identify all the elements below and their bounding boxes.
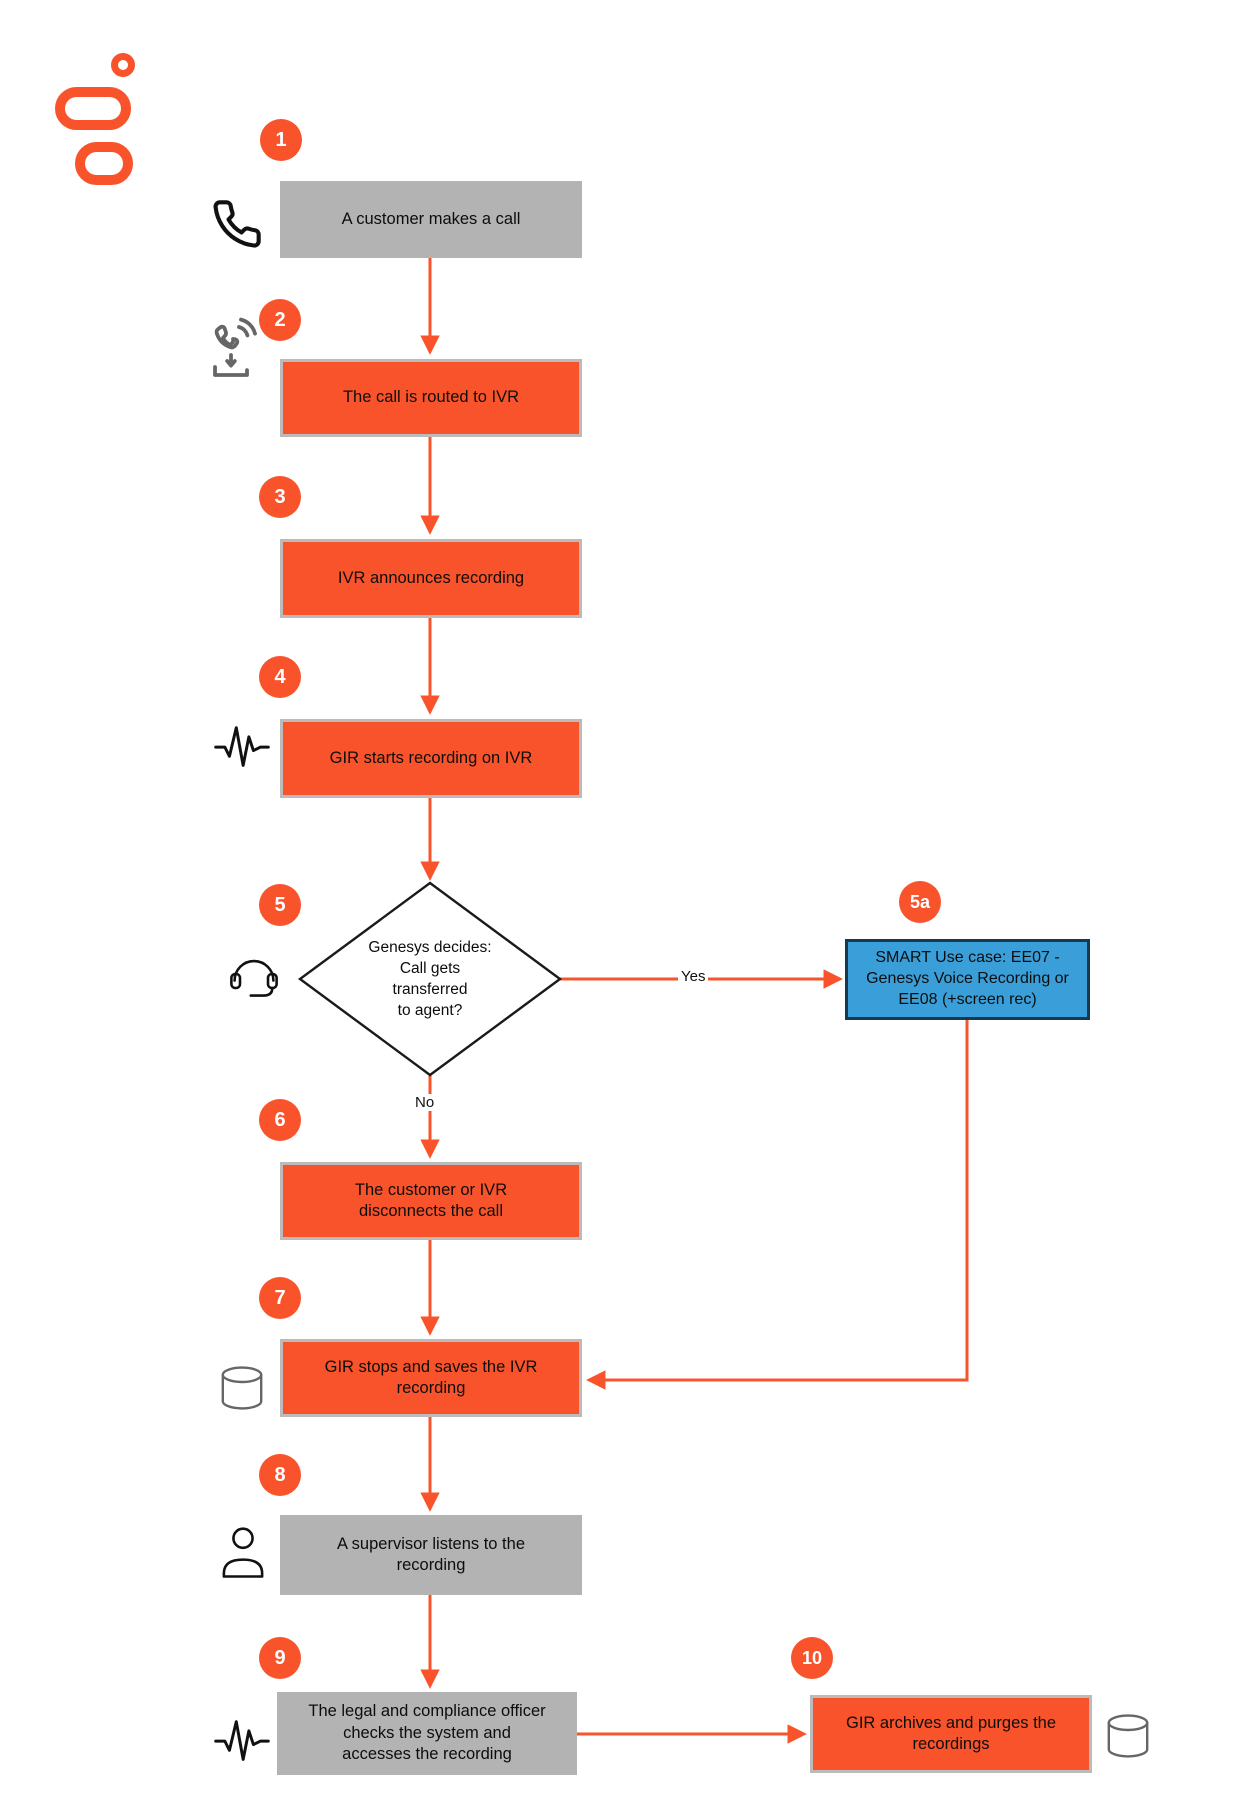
step-badge-3: 3 xyxy=(259,476,301,518)
node-call-routed-ivr: The call is routed to IVR xyxy=(280,359,582,437)
step-badge-4: 4 xyxy=(259,656,301,698)
node-ivr-announces-recording: IVR announces recording xyxy=(280,539,582,618)
step-badge-2: 2 xyxy=(259,299,301,341)
yes-label: Yes xyxy=(678,968,709,985)
database-icon xyxy=(218,1364,266,1412)
node-smart-use-case: SMART Use case: EE07 -Genesys Voice Reco… xyxy=(845,939,1090,1020)
database-icon xyxy=(1104,1712,1152,1760)
headset-icon xyxy=(226,944,282,1004)
step-badge-1: 1 xyxy=(260,119,302,161)
no-label: No xyxy=(412,1094,438,1111)
decision-diamond xyxy=(297,881,563,1077)
waveform-icon xyxy=(214,722,270,770)
step-badge-8: 8 xyxy=(259,1454,301,1496)
step-badge-5a: 5a xyxy=(899,881,941,923)
waveform-icon xyxy=(214,1716,270,1764)
step-badge-5: 5 xyxy=(259,884,301,926)
step-badge-9: 9 xyxy=(259,1637,301,1679)
call-routing-icon xyxy=(206,316,266,380)
node-customer-makes-call: A customer makes a call xyxy=(280,181,582,258)
genesys-logo xyxy=(55,53,135,185)
step-badge-10: 10 xyxy=(791,1637,833,1679)
step-badge-6: 6 xyxy=(259,1099,301,1141)
person-icon xyxy=(216,1524,270,1584)
node-gir-starts-recording: GIR starts recording on IVR xyxy=(280,719,582,798)
step-badge-7: 7 xyxy=(259,1277,301,1319)
edge-5a-7 xyxy=(586,1020,969,1390)
phone-icon xyxy=(211,198,263,250)
